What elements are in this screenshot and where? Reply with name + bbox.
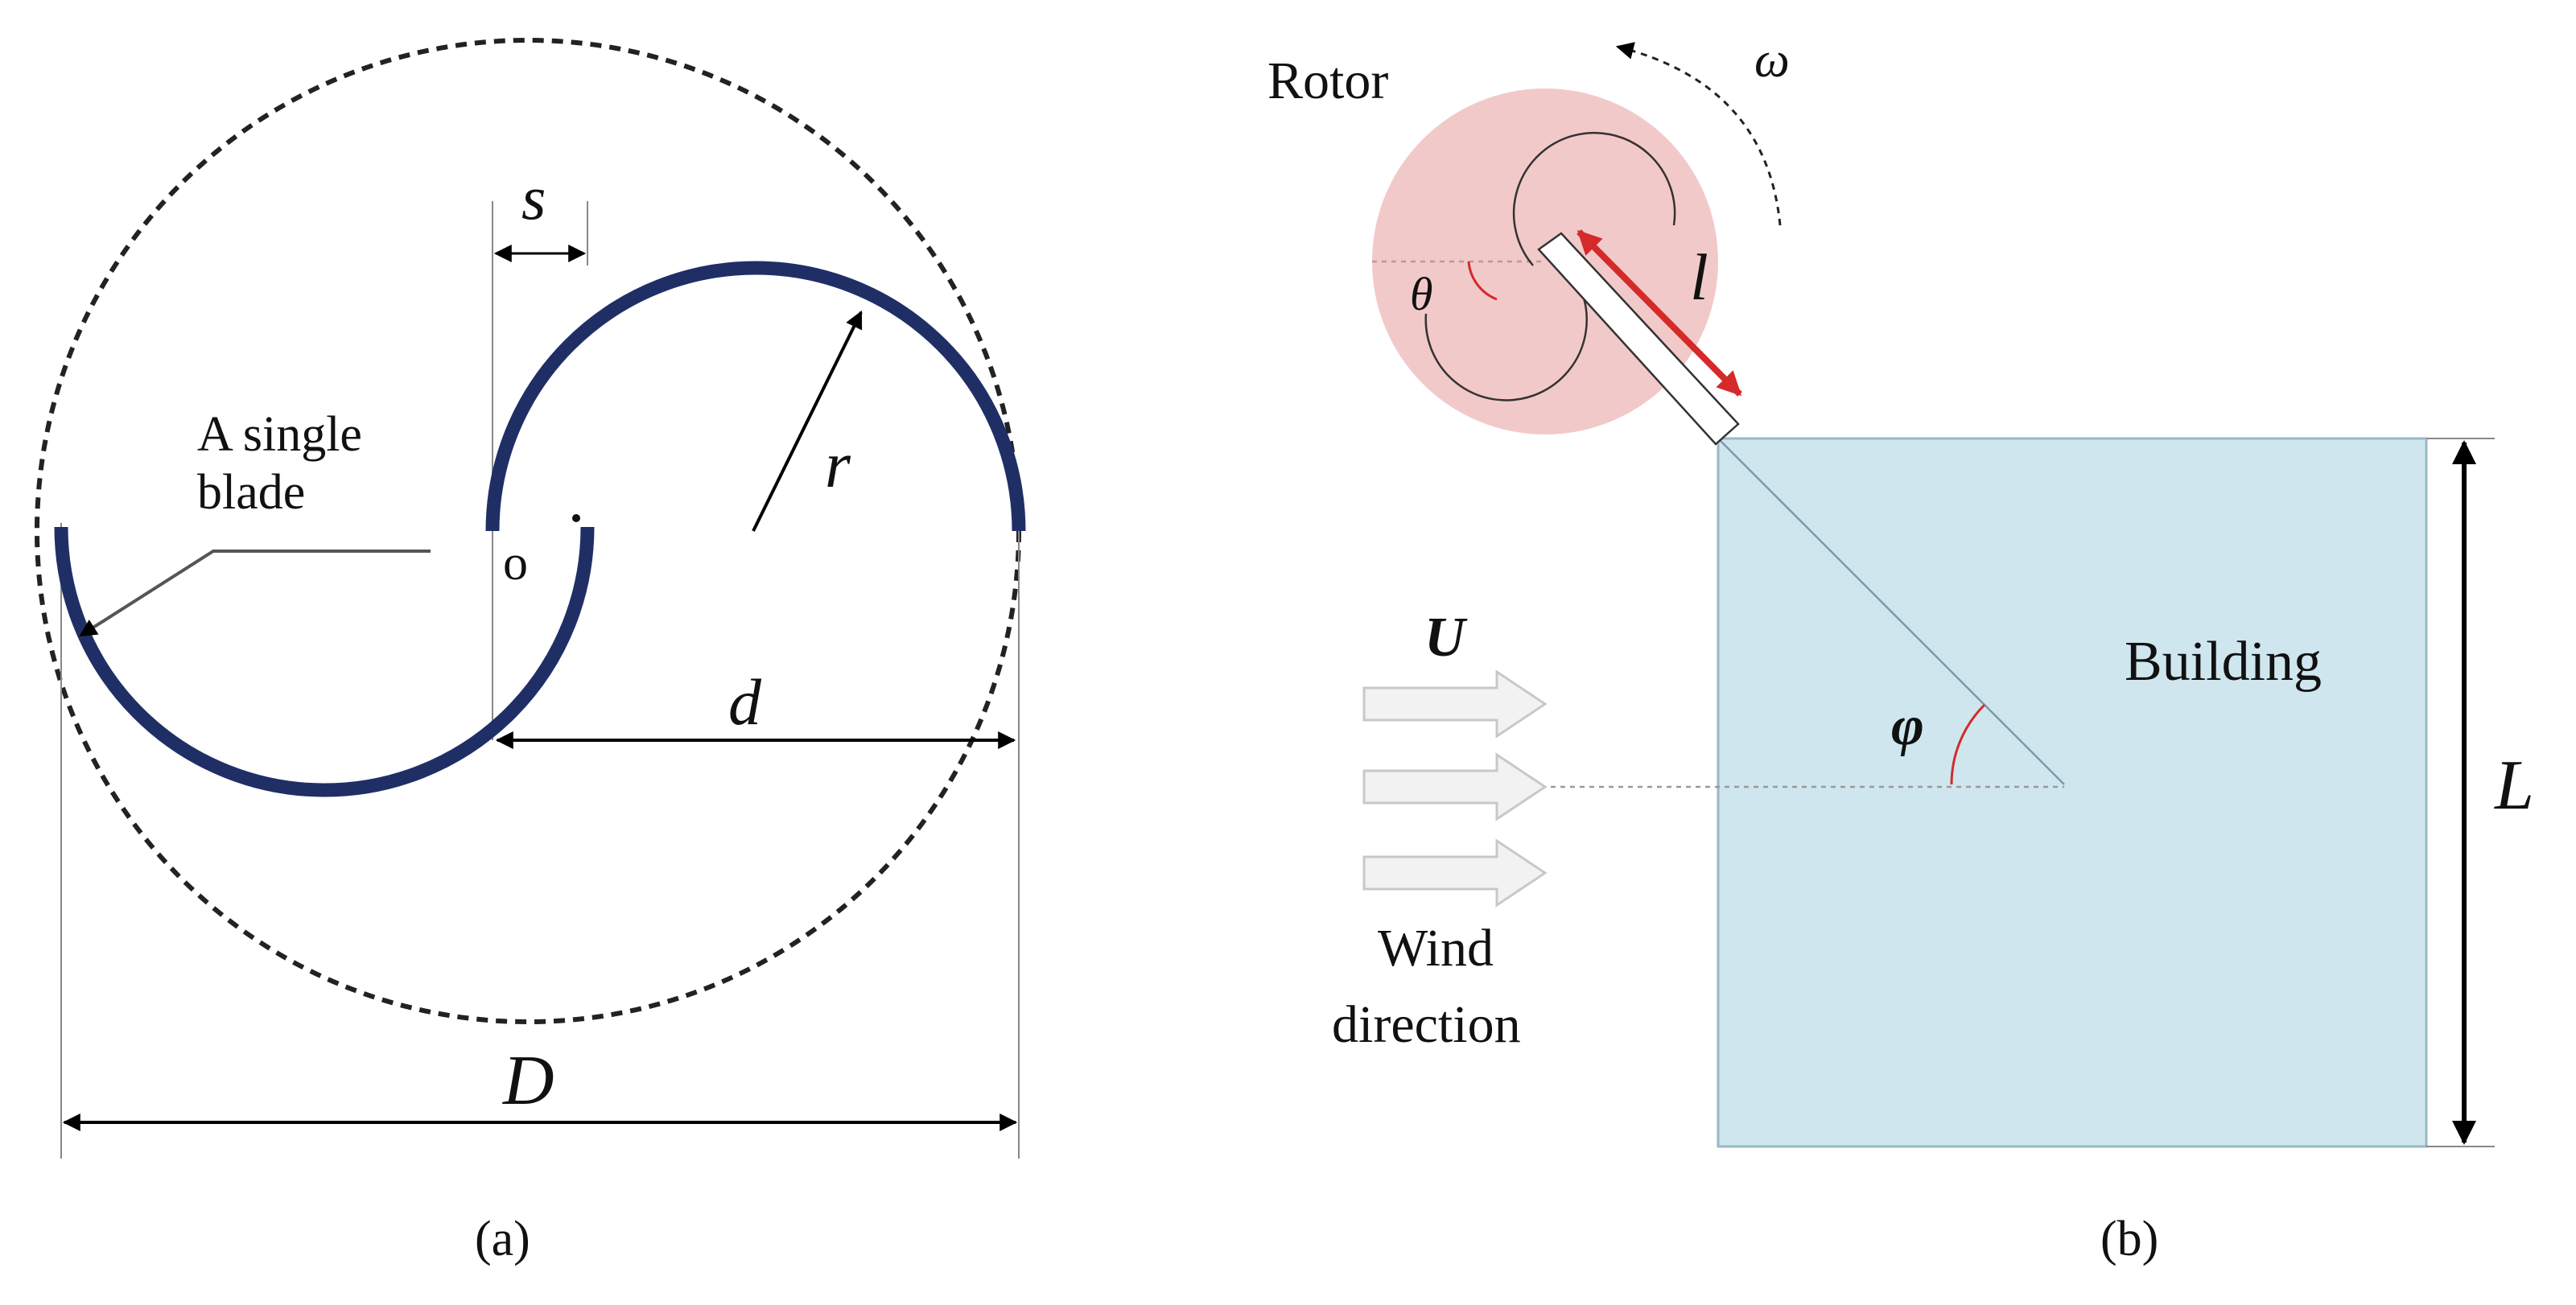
- blade-right: [485, 261, 1026, 532]
- spacing-label: s: [521, 163, 546, 233]
- rotor-blade-upper: [1512, 131, 1676, 266]
- radius-label: r: [825, 428, 851, 501]
- wind-label-line2: direction: [1332, 995, 1521, 1054]
- rotation-arrow: [1615, 42, 1782, 226]
- blade-label-line2: blade: [197, 465, 305, 520]
- center-point: [572, 514, 580, 522]
- panel-a: o s r A single blade d D (a): [35, 38, 1026, 1266]
- building-diagonal-line: [1717, 438, 2065, 785]
- omega-label: ω: [1754, 33, 1790, 88]
- blade-left: [54, 526, 595, 797]
- wind-arrow-3: [1362, 838, 1548, 908]
- arm-length-label: l: [1690, 241, 1708, 314]
- arm-length-arrow: [1577, 229, 1742, 397]
- caption-a: (a): [475, 1212, 530, 1266]
- rotor-label: Rotor: [1267, 51, 1388, 110]
- velocity-label: U: [1424, 607, 1468, 669]
- blade-leader-line: [79, 550, 431, 637]
- blade-label-line1: A single: [197, 407, 362, 462]
- theta-label: θ: [1410, 268, 1433, 320]
- overlap-label: d: [728, 665, 762, 739]
- building-label: Building: [2125, 631, 2322, 693]
- diameter-label: D: [502, 1042, 554, 1120]
- theta-angle-arc: [1467, 261, 1498, 301]
- phi-label: φ: [1891, 695, 1924, 757]
- wind-label-line1: Wind: [1378, 919, 1494, 978]
- wind-arrow-2: [1362, 752, 1548, 821]
- center-label: o: [503, 536, 528, 591]
- wind-arrow-1: [1362, 669, 1548, 739]
- panel-b: Building φ L θ l Rotor ω: [1267, 33, 2534, 1266]
- phi-angle-arc: [1950, 703, 1986, 785]
- caption-b: (b): [2100, 1212, 2158, 1266]
- building-length-label: L: [2493, 747, 2534, 825]
- radius-arrow: [752, 311, 863, 532]
